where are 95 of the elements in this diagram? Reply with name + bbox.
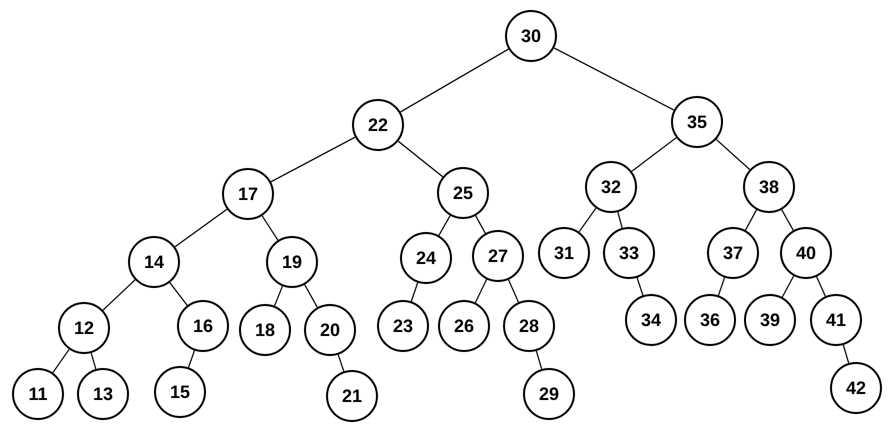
tree-node-circle [239, 304, 291, 356]
node-value: 17 [238, 184, 258, 204]
node-value: 40 [796, 242, 816, 264]
connector-line [816, 276, 826, 297]
node-value: 13 [92, 384, 114, 404]
connector-line [716, 138, 750, 170]
node-value: 12 [74, 318, 94, 338]
connector-line [718, 277, 726, 296]
node-value: 25 [452, 182, 474, 204]
tree-node-circle [810, 294, 862, 346]
connector-line [475, 215, 486, 234]
tree-node-circle [377, 300, 429, 352]
tree-node-circle [437, 167, 489, 219]
connector-line [304, 284, 318, 308]
connector-line [781, 209, 794, 231]
tree-node-circle [684, 294, 736, 346]
connector-line [400, 48, 509, 112]
connector-line [52, 348, 70, 374]
tree-node-circle [603, 227, 655, 279]
connector-line [842, 344, 850, 364]
node-value: 33 [618, 242, 640, 264]
tree-node-circle [266, 236, 318, 288]
tree-node-circle [707, 227, 759, 279]
tree-node-circle [400, 232, 452, 284]
tree-node-circle [585, 161, 637, 213]
tree-node-circle [743, 161, 795, 213]
tree-node-circle [671, 96, 723, 148]
connector-line [398, 140, 444, 178]
node-value: 32 [600, 176, 622, 198]
connector-line [554, 47, 674, 111]
tree-node-circle [77, 368, 129, 420]
tree-node-circle [177, 300, 229, 352]
connector-line [338, 354, 344, 372]
connector-line [410, 282, 418, 302]
node-value: 30 [520, 26, 542, 46]
tree-node-circle [538, 227, 590, 279]
tree-node-circle [326, 370, 378, 422]
node-value: 39 [760, 310, 780, 330]
tree-node-circle [154, 366, 206, 418]
node-value: 24 [416, 248, 436, 268]
node-value: 22 [368, 114, 388, 136]
tree-node-circle [352, 99, 404, 151]
tree-node-circle [523, 368, 575, 420]
node-value: 34 [640, 310, 662, 330]
node-value: 35 [686, 112, 708, 132]
node-value: 42 [846, 378, 866, 398]
node-value: 27 [488, 246, 508, 266]
connector-line [744, 210, 758, 230]
tree-node-circle [12, 368, 64, 420]
tree-node-circle [505, 10, 557, 62]
connector-line [508, 280, 520, 302]
node-value: 21 [342, 386, 362, 406]
connector-line [617, 212, 623, 228]
connector-line [636, 278, 644, 296]
connector-line [169, 282, 188, 306]
node-value: 19 [282, 252, 302, 272]
tree-node-circle [222, 168, 274, 220]
tree-node-circle [304, 304, 356, 356]
connector-line [438, 215, 451, 236]
connector-line [474, 279, 488, 303]
node-value: 36 [700, 310, 720, 330]
tree-node-circle [438, 300, 490, 352]
node-value: 41 [826, 310, 846, 330]
connector-line [102, 279, 136, 311]
node-value: 15 [170, 382, 190, 402]
connector-line [536, 350, 542, 370]
tree-node-circle [58, 302, 110, 354]
connector-line [270, 136, 356, 182]
connector-line [262, 216, 278, 240]
connector-line [782, 276, 794, 298]
node-value: 18 [254, 320, 276, 340]
connector-line [631, 137, 677, 172]
tree-node-circle [744, 294, 796, 346]
node-value: 11 [28, 384, 48, 404]
node-value: 38 [758, 176, 780, 198]
node-value: 31 [554, 242, 574, 264]
node-value: 23 [392, 316, 414, 336]
node-value: 28 [518, 316, 540, 336]
node-value: 14 [144, 252, 164, 272]
tree-node-circle [625, 294, 677, 346]
tree-node-circle [830, 362, 882, 414]
connector-line [174, 208, 228, 248]
connector-line [188, 350, 196, 368]
tree-node-circle [503, 300, 555, 352]
node-value: 16 [192, 316, 214, 336]
node-value: 26 [454, 316, 474, 336]
tree-node-circle [472, 230, 524, 282]
tree-node-circle [780, 227, 832, 279]
tree-node-circle [128, 236, 180, 288]
node-value: 29 [538, 384, 560, 404]
connector-line [274, 286, 283, 306]
node-value: 20 [320, 320, 340, 340]
connector-line [578, 208, 596, 232]
connector-line [90, 352, 96, 370]
node-value: 37 [722, 242, 744, 264]
